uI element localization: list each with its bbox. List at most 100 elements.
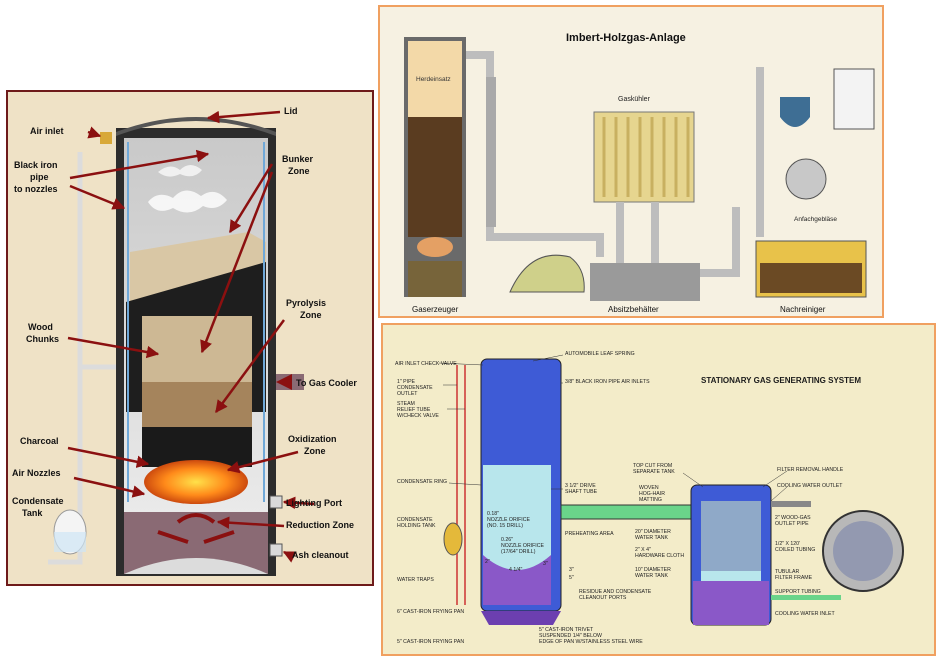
- pyrolysis-layer: [142, 382, 252, 432]
- cooler-pipes: [616, 202, 659, 263]
- air-inlet-valve: [100, 132, 112, 144]
- label-gas-cooler: To Gas Cooler: [296, 378, 357, 388]
- lighting-port: [269, 495, 283, 509]
- arrow-pyrolysis: [214, 319, 286, 414]
- label-pipe: OUTLET: [397, 391, 418, 397]
- imbert-title: Imbert-Holzgas-Anlage: [566, 32, 686, 44]
- label-oxidization: Oxidization: [288, 434, 337, 444]
- label-residue: RESIDUE AND CONDENSATE: [579, 589, 652, 595]
- generator-hearth: [417, 237, 453, 257]
- label-pan6: 6" CAST-IRON FRYING PAN: [397, 609, 464, 615]
- label-reduction: Reduction Zone: [286, 520, 354, 530]
- label-air-inlet: Air inlet: [30, 126, 64, 136]
- label-orifice-large: 0.26": [501, 537, 513, 543]
- label-wood: Chunks: [26, 334, 59, 344]
- label-filter-handle: FILTER REMOVAL HANDLE: [777, 467, 844, 473]
- arrow-iron-pipe: [69, 149, 210, 180]
- blower: [785, 158, 827, 200]
- generator-ash: [408, 261, 462, 297]
- label-pyrolysis: Pyrolysis: [286, 298, 326, 308]
- label-charcoal: Charcoal: [20, 436, 59, 446]
- label-dimension: 3": [543, 561, 548, 567]
- label-preheating: PREHEATING AREA: [565, 531, 614, 537]
- label-tank10: WATER TANK: [635, 573, 668, 579]
- tank-base: [481, 611, 561, 625]
- generator-top: [408, 41, 462, 121]
- arrow-bunker: [200, 171, 274, 354]
- label-hardware: HARDWARE CLOTH: [635, 553, 684, 559]
- arrow-iron-pipe: [69, 184, 126, 210]
- arrow-ash: [282, 550, 297, 563]
- external-pipe: [48, 152, 83, 565]
- arrow-lid: [206, 110, 281, 124]
- arrow-bunker: [228, 163, 274, 234]
- label-wood: Wood: [28, 322, 53, 332]
- label-condensate-ring: CONDENSATE RING: [397, 479, 447, 485]
- label-tank10: 10" DIAMETER: [635, 567, 671, 573]
- label-nachreiniger: Nachreiniger: [780, 305, 826, 314]
- label-steam: W/CHECK VALVE: [397, 413, 439, 419]
- arrow-nozzles: [73, 476, 146, 498]
- stationary-system-panel: STATIONARY GAS GENERATING SYSTEM AIR INL…: [381, 323, 936, 656]
- label-cooling-outlet: COOLING WATER OUTLET: [777, 483, 843, 489]
- label-drive-shaft: 3 1/2" DRIVE: [565, 483, 596, 489]
- vessel-bottom: [124, 558, 268, 574]
- label-anfachgeblaese: Anfachgebläse: [794, 216, 837, 223]
- label-ash-cleanout: Ash cleanout: [292, 550, 349, 560]
- absitz-tank: [590, 263, 700, 301]
- bottom-pan-area: [483, 555, 551, 605]
- hog-hair-matting: [701, 501, 761, 571]
- label-air-nozzles: Air Nozzles: [12, 468, 61, 478]
- nachreiniger-filter: [760, 263, 862, 293]
- label-lid: Lid: [284, 106, 298, 116]
- label-cooling-inlet: COOLING WATER INLET: [775, 611, 835, 617]
- label-condensate: Tank: [22, 508, 43, 518]
- label-pipe: 1" PIPE: [397, 379, 416, 385]
- label-woven: HOG-HAIR: [639, 491, 665, 497]
- label-top-cut: TOP CUT FROM: [633, 463, 672, 469]
- stationary-title: STATIONARY GAS GENERATING SYSTEM: [701, 376, 861, 385]
- control-box: [833, 68, 875, 130]
- label-tank20: 20" DIAMETER: [635, 529, 671, 535]
- label-black-iron: Black iron: [14, 160, 58, 170]
- label-orifice-large: (17/64" DRILL): [501, 549, 536, 555]
- label-gaserzeuger: Gaserzeuger: [412, 305, 459, 314]
- label-orifice-small: NOZZLE ORIFICE: [487, 517, 530, 523]
- generator-wood: [408, 117, 462, 237]
- label-dimension: 2": [485, 559, 490, 565]
- burner-lamp: [780, 97, 810, 127]
- settling-dome: [509, 254, 585, 293]
- label-bunker: Zone: [288, 166, 310, 176]
- label-tank20: WATER TANK: [635, 535, 668, 541]
- filter-base: [693, 581, 769, 625]
- label-trivet: SUSPENDED 1/4" BELOW: [539, 633, 602, 639]
- label-coiled: 1/2" X 120': [775, 541, 800, 547]
- oxidization-fire: [144, 460, 248, 504]
- label-air-inlets: 3/8" BLACK IRON PIPE AIR INLETS: [565, 379, 650, 385]
- arrow-oxidization: [226, 450, 299, 474]
- stationary-system-diagram: STATIONARY GAS GENERATING SYSTEM AIR INL…: [395, 351, 904, 645]
- label-holding-tank: CONDENSATE: [397, 517, 433, 523]
- label-orifice-small: 0.18": [487, 511, 499, 517]
- label-coiled: COILED TUBING: [775, 547, 815, 553]
- label-orifice-large: NOZZLE ORIFICE: [501, 543, 544, 549]
- label-pan5: 5" CAST-IRON FRYING PAN: [397, 639, 464, 645]
- coil-inner: [833, 521, 893, 581]
- label-steam: STEAM: [397, 401, 415, 407]
- gas-pipe: [700, 207, 740, 277]
- label-top-cut: SEPARATE TANK: [633, 469, 675, 475]
- gasifier-cutaway-diagram: Lid Air inlet Black iron pipe to nozzles…: [12, 106, 357, 576]
- label-woven: MATTING: [639, 497, 662, 503]
- vessel-lid: [116, 117, 276, 136]
- label-tubular: TUBULAR: [775, 569, 799, 575]
- label-air-inlet-check: AIR INLET CHECK VALVE: [395, 361, 457, 367]
- label-dimension: 3": [569, 567, 574, 573]
- ash-cleanout-port: [269, 543, 283, 557]
- arrow-air-inlet: [87, 126, 102, 139]
- smoke-cloud: [158, 165, 202, 177]
- label-woodgas: OUTLET PIPE: [775, 521, 809, 527]
- preheating-pipe: [560, 504, 694, 520]
- label-pipe: CONDENSATE: [397, 385, 433, 391]
- label-absitzbehaelter: Absitzbehälter: [608, 305, 659, 314]
- label-tubular: FILTER FRAME: [775, 575, 813, 581]
